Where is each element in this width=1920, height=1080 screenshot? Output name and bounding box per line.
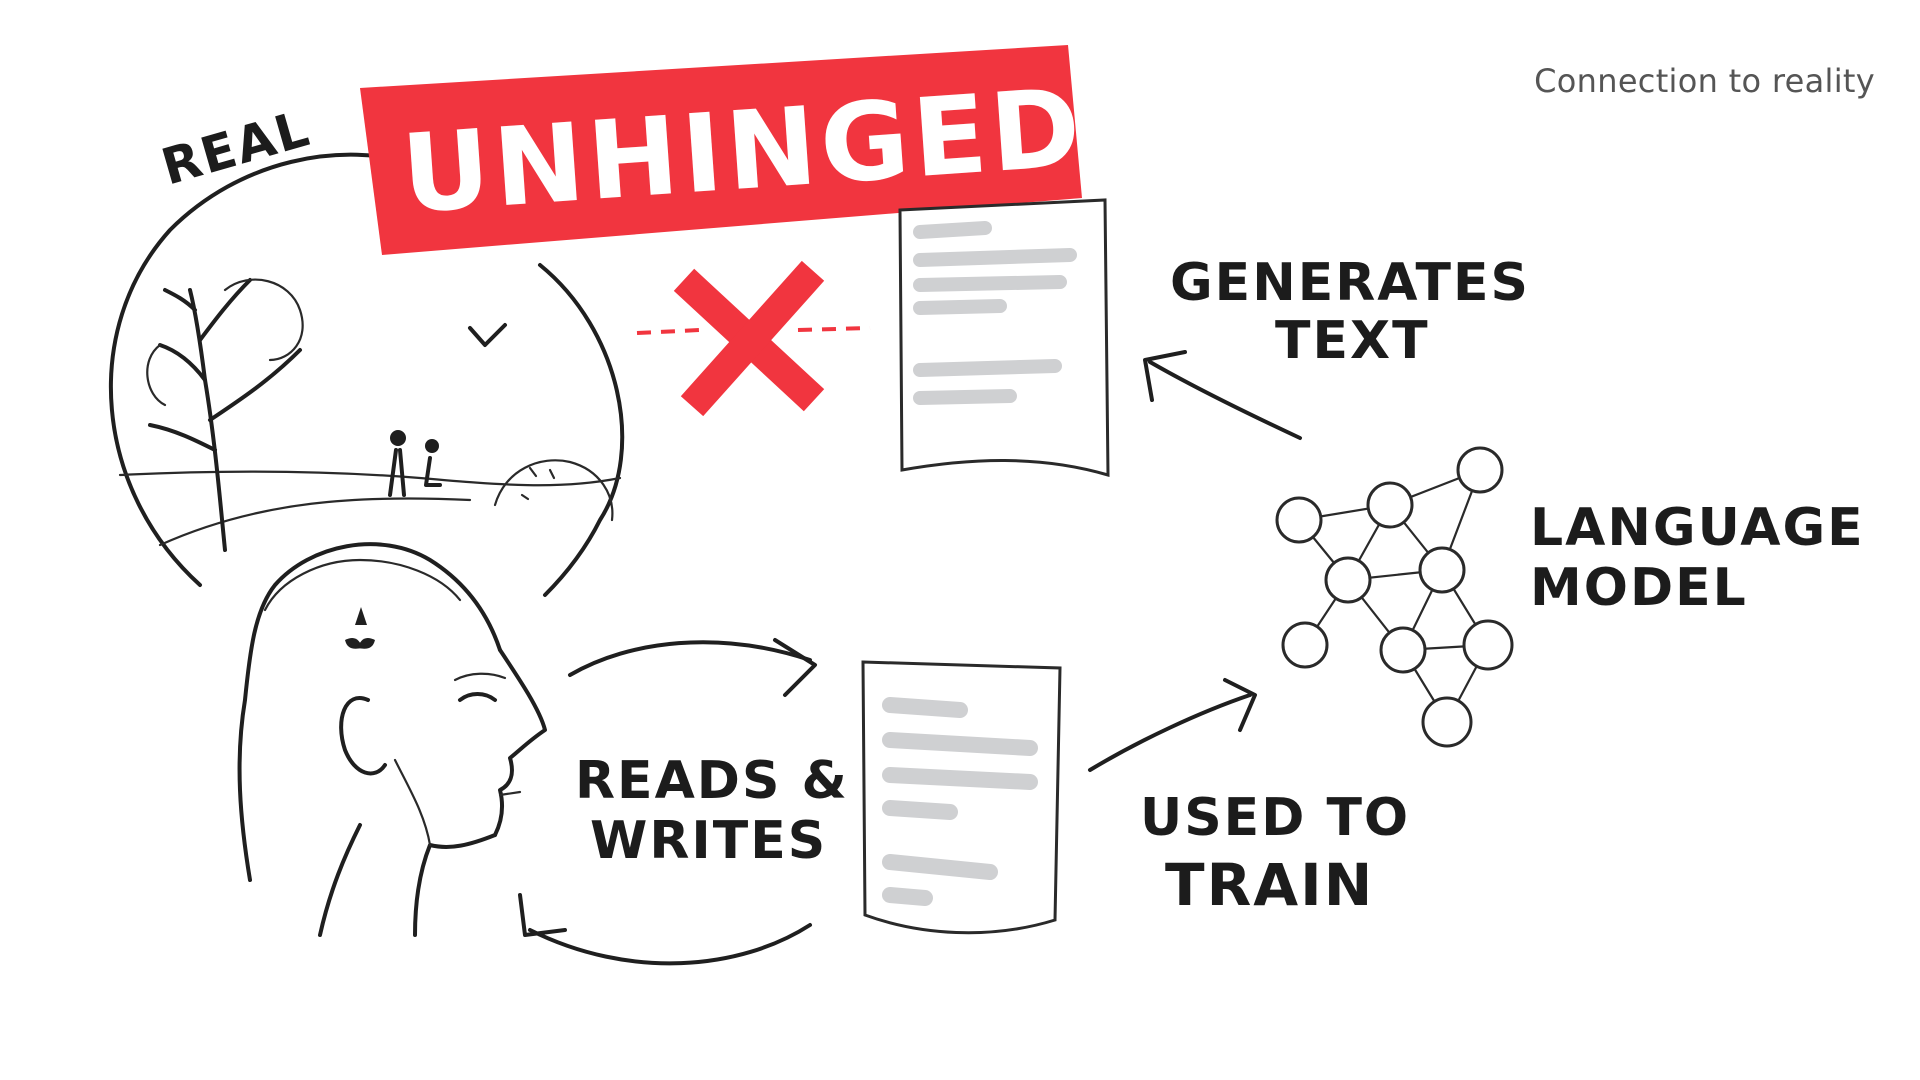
- people-icon: [388, 430, 442, 497]
- label-generates-line2: TEXT: [1275, 311, 1430, 371]
- label-used-line1: USED TO: [1140, 788, 1410, 848]
- red-x-icon: [673, 260, 825, 417]
- broken-connection: [636, 260, 871, 417]
- generated-document: [898, 198, 1110, 478]
- bird-icon: [468, 323, 507, 347]
- training-document: [861, 660, 1062, 935]
- label-reads-line2: WRITES: [590, 811, 827, 871]
- tree-icon: [146, 278, 304, 552]
- arrow-train: [1088, 678, 1257, 772]
- label-used-line2: TRAIN: [1165, 851, 1374, 919]
- arrow-reads: [518, 893, 812, 966]
- arrow-generates: [1143, 350, 1302, 440]
- label-generates-line1: GENERATES: [1170, 253, 1530, 313]
- label-language-line2: MODEL: [1530, 558, 1748, 618]
- label-language-line1: LANGUAGE: [1530, 498, 1865, 558]
- label-reads-line1: READS &: [575, 751, 849, 811]
- arrow-writes: [568, 638, 817, 697]
- neural-network-icon: [1275, 446, 1514, 748]
- person-head-icon: [237, 542, 547, 937]
- slide-caption: Connection to reality: [1534, 62, 1875, 100]
- unhinged-banner: UNHINGED: [360, 45, 1088, 255]
